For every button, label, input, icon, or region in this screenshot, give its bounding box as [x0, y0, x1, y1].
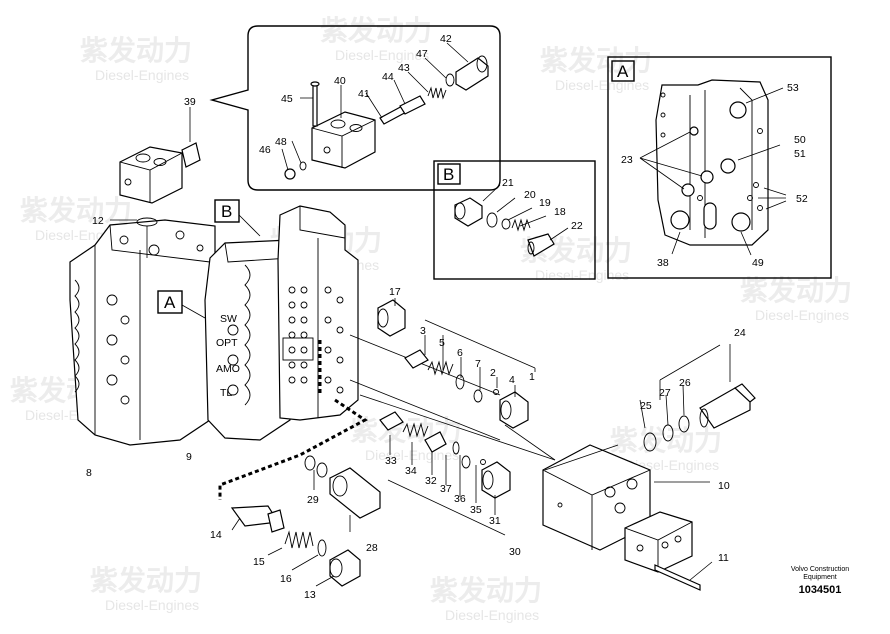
watermark-en: Diesel-Engines [335, 47, 429, 63]
label-47: 47 [416, 48, 428, 60]
label-42: 42 [440, 33, 452, 45]
label-3: 3 [420, 325, 426, 337]
label-6: 6 [457, 347, 463, 359]
label-23: 23 [621, 154, 633, 166]
footer-drawing-number: 1034501 [798, 584, 842, 596]
detail-b-title: B [443, 165, 454, 184]
watermark-en: Diesel-Engines [555, 77, 649, 93]
label-15: 15 [253, 556, 265, 568]
label-18: 18 [554, 206, 566, 218]
watermark-en: Diesel-Engines [755, 307, 849, 323]
label-a-frame [157, 290, 183, 314]
detail-letters: A B A B [157, 62, 629, 319]
label-24: 24 [734, 327, 746, 339]
valve-block-b [277, 205, 359, 421]
label-46: 46 [259, 144, 271, 156]
label-28: 28 [366, 542, 378, 554]
block-mark-tl: TL [220, 387, 232, 399]
footer-line-1: Volvo Construction [790, 566, 850, 573]
label-7: 7 [475, 358, 481, 370]
spool-assembly-upper [349, 298, 556, 461]
right-side-parts [504, 344, 756, 591]
watermark-cn: 紫发动力 [540, 44, 652, 76]
label-43: 43 [398, 62, 410, 74]
label-14: 14 [210, 529, 222, 541]
detail-a-title: A [617, 62, 629, 81]
callout-detail-39 [209, 25, 501, 191]
label-39: 39 [184, 96, 196, 108]
label-17: 17 [389, 286, 401, 298]
label-37: 37 [440, 483, 452, 495]
label-32: 32 [425, 475, 437, 487]
label-53: 53 [787, 82, 799, 94]
block-mark-sw: SW [220, 313, 237, 325]
detail-b-box [433, 160, 596, 280]
watermark-en: Diesel-Engines [445, 607, 539, 623]
label-b-frame [214, 199, 240, 223]
watermark-en: Diesel-Engines [535, 267, 629, 283]
label-19: 19 [539, 197, 551, 209]
label-31: 31 [489, 515, 501, 527]
detail-a-box [607, 56, 832, 279]
label-29: 29 [307, 494, 319, 506]
label-10: 10 [718, 480, 730, 492]
label-41: 41 [358, 88, 370, 100]
label-50: 50 [794, 134, 806, 146]
label-38: 38 [657, 257, 669, 269]
watermark-cn: 紫发动力 [740, 274, 852, 306]
label-26: 26 [679, 377, 691, 389]
label-51: 51 [794, 148, 806, 160]
label-35: 35 [470, 504, 482, 516]
label-44: 44 [382, 71, 394, 83]
label-b: B [221, 202, 232, 221]
label-8: 8 [86, 467, 92, 479]
label-12: 12 [92, 215, 104, 227]
watermark-cn: 紫发动力 [320, 14, 432, 46]
watermark-cn: 紫发动力 [20, 194, 132, 226]
label-22: 22 [571, 220, 583, 232]
footer-line-2: Equipment [803, 574, 837, 581]
label-40: 40 [334, 75, 346, 87]
block-mark-amo: AMO [216, 363, 240, 375]
block-marks: SW OPT AMO TL [216, 313, 240, 399]
label-5: 5 [439, 337, 445, 349]
label-11: 11 [718, 552, 729, 564]
label-20: 20 [524, 189, 536, 201]
label-2: 2 [490, 367, 496, 379]
label-21: 21 [502, 177, 514, 189]
watermark-cn: 紫发动力 [80, 34, 192, 66]
lower-left-parts [218, 398, 381, 587]
label-13: 13 [304, 589, 316, 601]
label-1: 1 [529, 371, 535, 383]
watermark-en: Diesel-Engines [105, 597, 199, 613]
label-52: 52 [796, 193, 808, 205]
label-34: 34 [405, 465, 417, 477]
label-4: 4 [509, 374, 515, 386]
block-mark-opt: OPT [216, 337, 238, 349]
spool-assembly-lower [379, 411, 511, 536]
label-49: 49 [752, 257, 764, 269]
label-9: 9 [186, 451, 192, 463]
label-a: A [164, 293, 176, 312]
main-valve-block-8 [69, 217, 216, 446]
label-48: 48 [275, 136, 287, 148]
valve-block-9 [204, 239, 291, 441]
label-25: 25 [640, 400, 652, 412]
label-16: 16 [280, 573, 292, 585]
label-33: 33 [385, 455, 397, 467]
part-39 [119, 107, 201, 204]
label-27: 27 [659, 387, 671, 399]
label-36: 36 [454, 493, 466, 505]
watermark-cn: 紫发动力 [430, 574, 542, 606]
watermark-en: Diesel-Engines [95, 67, 189, 83]
label-30: 30 [509, 546, 521, 558]
footer-company: Volvo Construction Equipment [760, 566, 880, 582]
label-45: 45 [281, 93, 293, 105]
watermark-cn: 紫发动力 [90, 564, 202, 596]
part-number-labels: 1 2 3 4 5 6 7 8 9 10 11 12 13 14 15 16 1… [86, 33, 808, 601]
